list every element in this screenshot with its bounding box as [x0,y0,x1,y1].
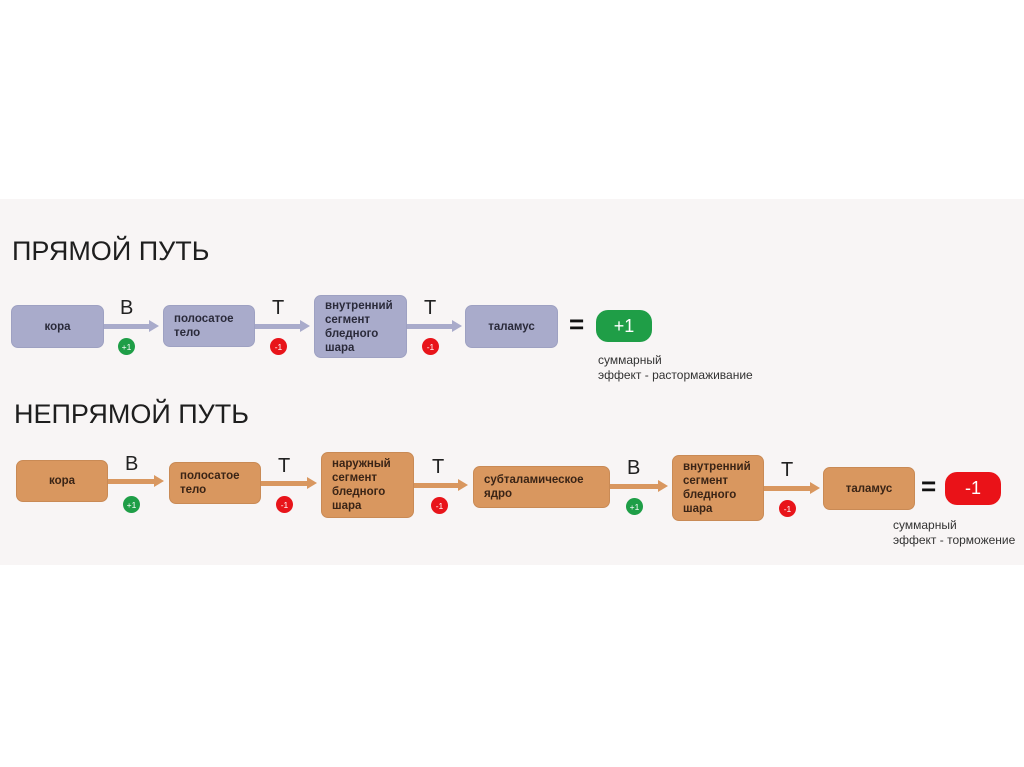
indirect-edge-3-letter: Т [432,456,445,478]
node-label-line: тело [180,484,207,496]
indirect-edge-4-effect-badge: +1 [626,498,643,515]
node-label-line: внутренний [683,461,751,473]
node-label-line: тело [174,327,201,339]
direct-edge-3-effect-badge: -1 [422,338,439,355]
node-label: таламус [845,482,893,495]
indirect-node-gpi: внутренний сегмент бледного шара [672,455,764,521]
indirect-arrow-3 [414,479,468,491]
direct-arrow-2 [255,320,310,332]
indirect-arrow-4 [610,480,668,492]
node-label: кора [48,475,76,487]
direct-node-striatum: полосатое тело [163,305,255,347]
indirect-result-badge: -1 [945,472,1001,505]
direct-edge-1-letter: В [120,297,134,319]
node-label-line: шара [683,503,713,515]
direct-arrow-3 [407,320,462,332]
direct-node-thalamus: таламус [465,305,558,348]
indirect-edge-2-effect-badge: -1 [276,496,293,513]
note-line: суммарный [598,353,662,367]
node-label: кора [44,320,71,333]
node-label-line: ядро [484,488,513,500]
node-label-line: субталамическое [484,474,584,486]
node-label-line: шара [325,341,355,354]
node-label-line: полосатое [174,313,234,325]
node-label-line: бледного [325,327,379,340]
indirect-node-gpe: наружный сегмент бледного шара [321,452,414,518]
node-label-line: полосатое [180,470,240,482]
indirect-edge-3-effect-badge: -1 [431,497,448,514]
node-label-line: бледного [683,489,737,501]
indirect-summary-note: суммарный эффект - торможение [893,518,1015,548]
indirect-edge-5-letter: Т [781,459,794,481]
node-label: таламус [488,320,535,333]
indirect-node-subthalamic-nucleus: субталамическое ядро [473,466,610,508]
indirect-node-cortex: кора [16,460,108,502]
indirect-arrow-2 [261,477,317,489]
node-label-line: шара [332,500,362,512]
indirect-arrow-1 [108,475,164,487]
direct-edge-3-letter: Т [424,297,437,319]
indirect-arrow-5 [764,482,820,494]
note-line: эффект - торможение [893,533,1016,547]
note-line: суммарный [893,518,957,532]
indirect-edge-1-effect-badge: +1 [123,496,140,513]
indirect-edge-4-letter: В [627,457,641,479]
direct-summary-note: суммарный эффект - растормаживание [598,353,753,383]
node-label-line: внутренний [325,299,393,312]
indirect-node-thalamus: таламус [823,467,915,510]
note-line: эффект - растормаживание [598,368,753,382]
indirect-node-striatum: полосатое тело [169,462,261,504]
indirect-path-title: НЕПРЯМОЙ ПУТЬ [14,399,249,429]
direct-edge-2-effect-badge: -1 [270,338,287,355]
direct-arrow-1 [104,320,159,332]
direct-path-title: ПРЯМОЙ ПУТЬ [12,236,210,266]
direct-edge-1-effect-badge: +1 [118,338,135,355]
indirect-edge-1-letter: В [125,453,139,475]
direct-result-badge: +1 [596,310,652,342]
indirect-equals-sign: = [921,471,937,501]
indirect-edge-5-effect-badge: -1 [779,500,796,517]
direct-node-cortex: кора [11,305,104,348]
node-label-line: сегмент [325,313,371,326]
node-label-line: наружный [332,458,391,470]
indirect-edge-2-letter: Т [278,455,291,477]
direct-equals-sign: = [569,309,585,339]
node-label-line: бледного [332,486,386,498]
node-label-line: сегмент [332,472,378,484]
direct-edge-2-letter: Т [272,297,285,319]
node-label-line: сегмент [683,475,729,487]
